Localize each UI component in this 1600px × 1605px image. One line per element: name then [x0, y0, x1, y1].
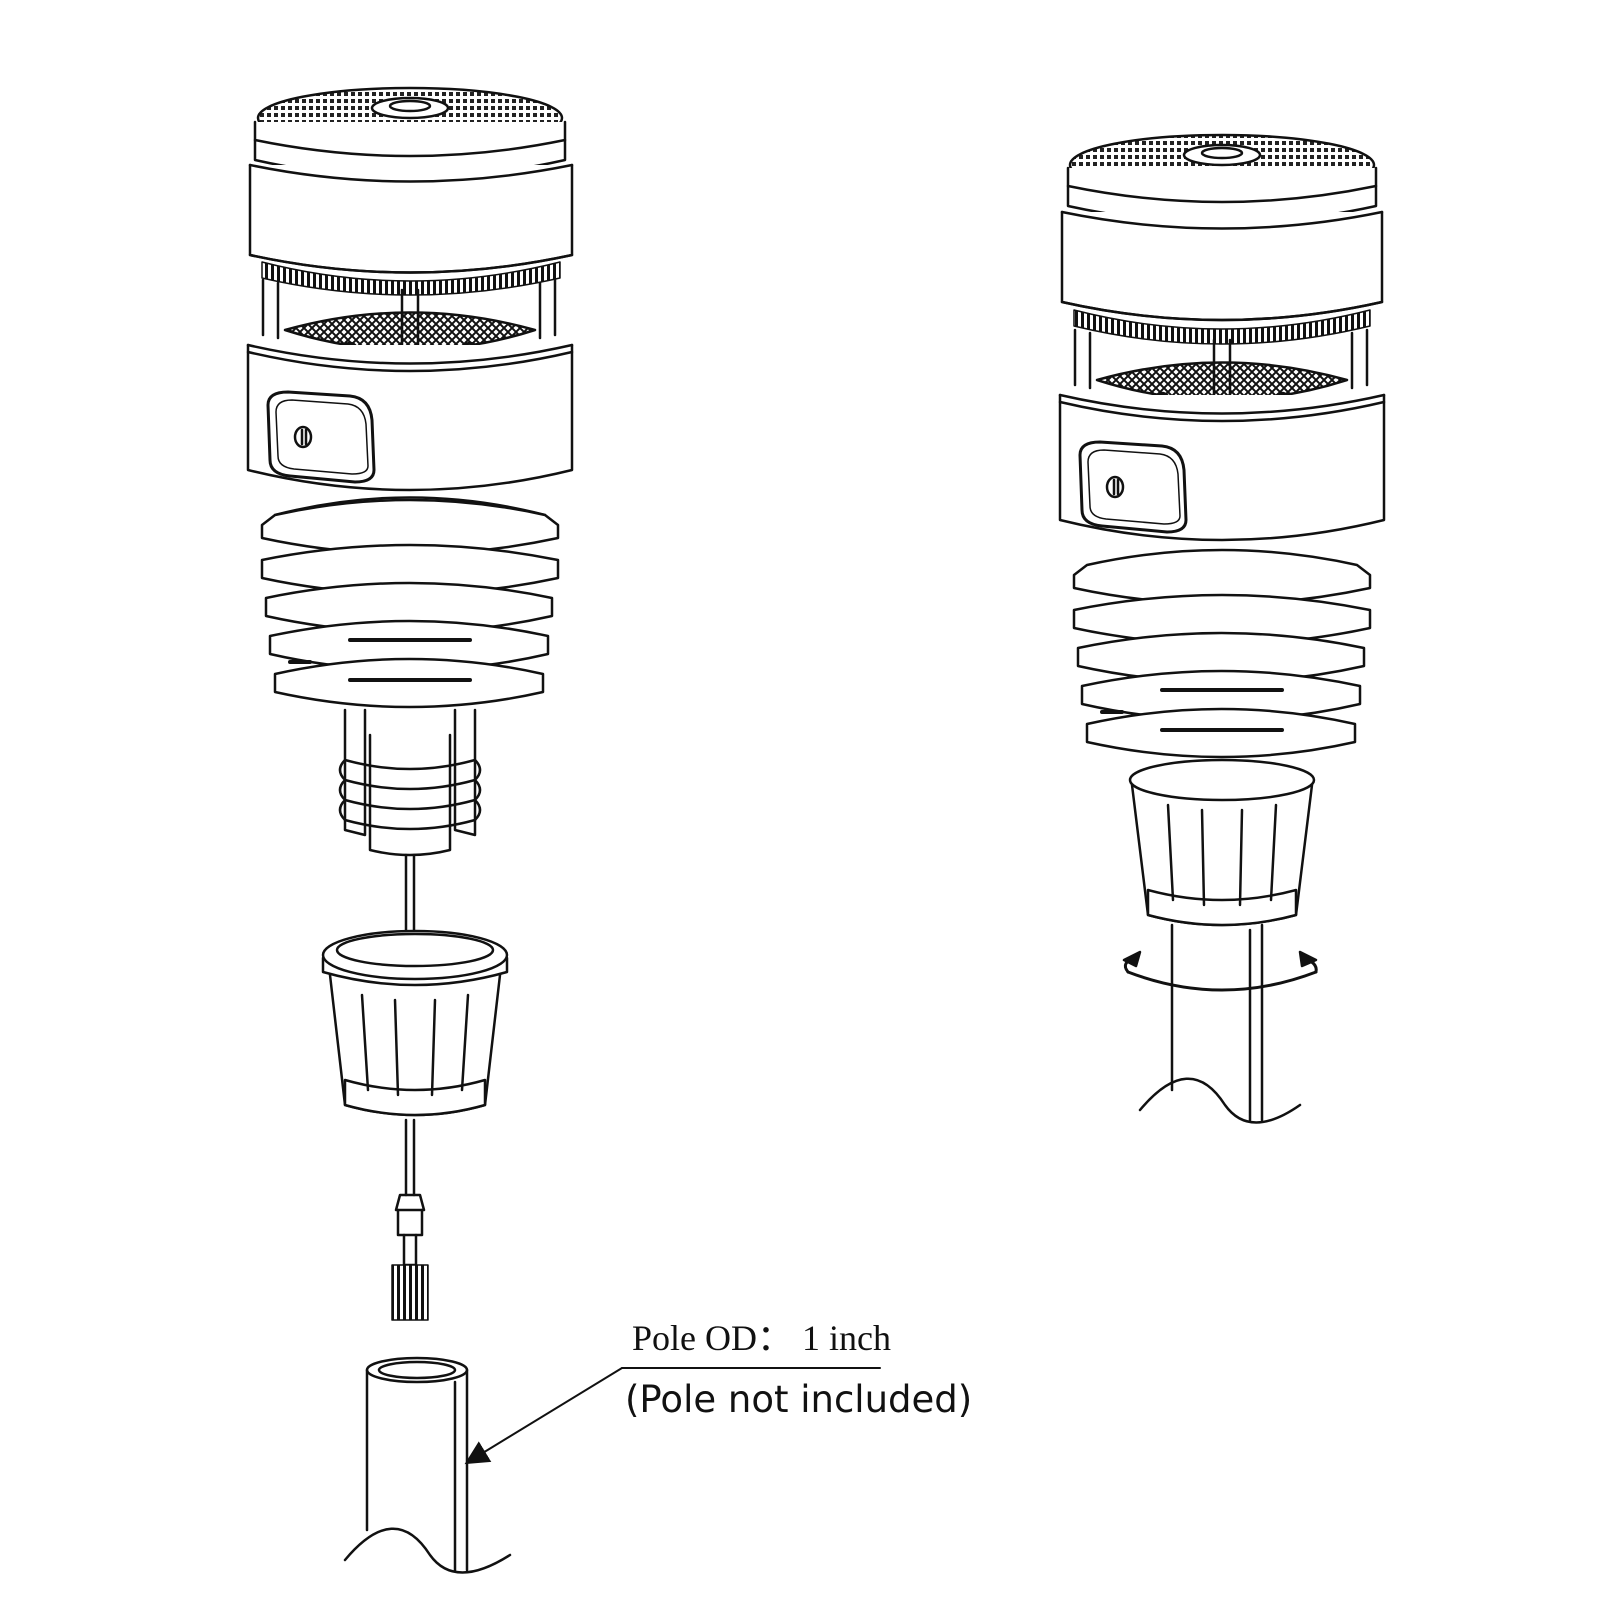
leader-arrow: [464, 1367, 881, 1465]
rotation-arrow: [1122, 950, 1318, 992]
weather-station-sensor-assembled: [1058, 133, 1386, 1124]
wind-sensor-gap: [261, 278, 557, 359]
pole-od-label: Pole OD： 1 inch: [632, 1318, 891, 1358]
upper-cap-assembled: [1060, 210, 1384, 345]
pole-not-included-note: (Pole not included): [625, 1378, 972, 1421]
mounting-pole: [343, 1356, 512, 1574]
ribbed-mount: [338, 708, 482, 857]
rain-gauge-top: [253, 86, 567, 179]
radiation-shield: [260, 496, 560, 709]
mounting-collar: [321, 929, 509, 1117]
middle-housing: [246, 343, 574, 492]
connector: [391, 1118, 429, 1321]
upper-cap: [248, 163, 574, 296]
rain-gauge-top-assembled: [1066, 133, 1378, 225]
weather-station-sensor-exploded: [246, 86, 574, 952]
radiation-shield-assembled: [1072, 548, 1372, 759]
mounting-collar-assembled: [1128, 758, 1316, 927]
mounting-pole-assembled: [1138, 923, 1302, 1124]
middle-housing-assembled: [1058, 393, 1386, 542]
